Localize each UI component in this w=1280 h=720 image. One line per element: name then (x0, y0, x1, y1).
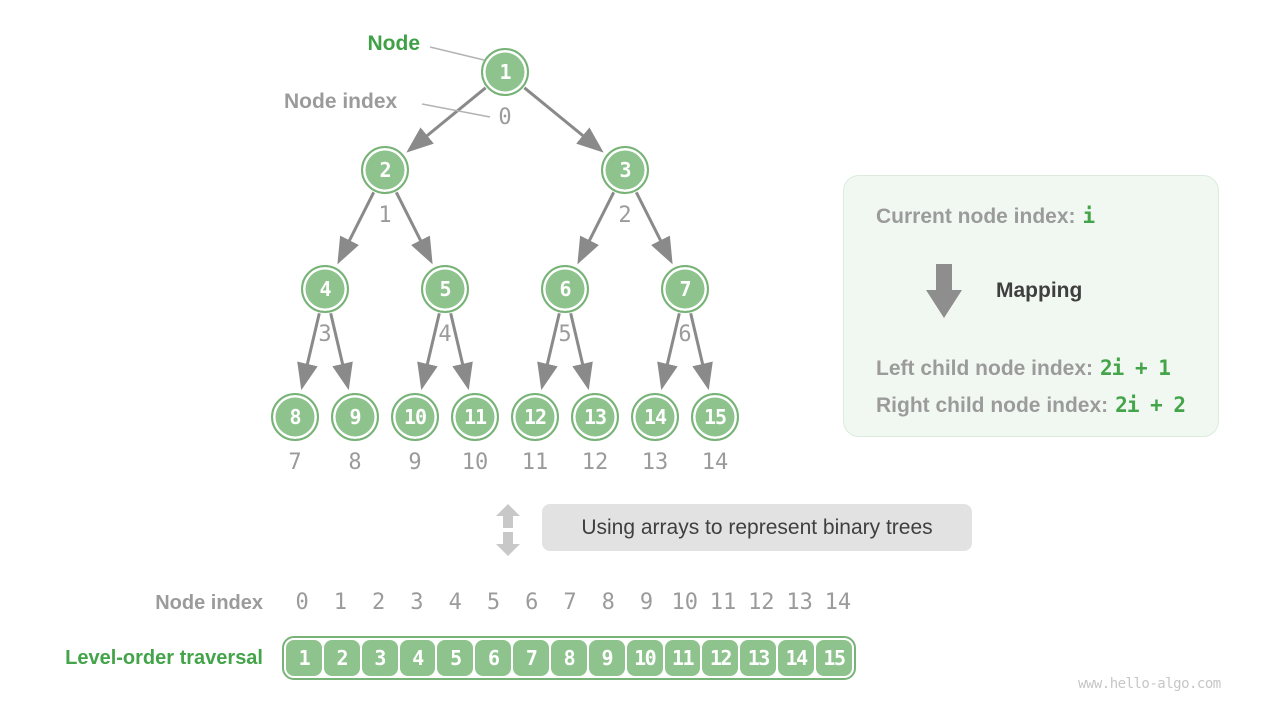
array-index-cell: 6 (525, 590, 539, 615)
node-index-value: 10 (461, 450, 489, 475)
bridge-caption: Using arrays to represent binary trees (542, 504, 972, 551)
array-value-cell: 2 (323, 640, 360, 676)
watermark: www.hello-algo.com (1078, 676, 1221, 692)
array-value-cell: 12 (702, 640, 739, 676)
right-child-label: Right child node index: (876, 394, 1109, 417)
array-value-cell: 14 (778, 640, 815, 676)
array-value-cell: 10 (626, 640, 663, 676)
current-node-index-line: Current node index: i (876, 204, 1096, 229)
array-value-cell: 4 (399, 640, 436, 676)
array-index-cell: 4 (448, 590, 462, 615)
tree-node: 8 (271, 393, 319, 441)
level-order-traversal-label: Level-order traversal (65, 647, 263, 669)
array-value-cell: 3 (361, 640, 398, 676)
tree-node: 13 (571, 393, 619, 441)
current-node-index-value: i (1082, 204, 1096, 228)
array-value-cell: 1 (286, 640, 322, 676)
tree-node: 5 (421, 265, 469, 313)
node-label-connector-line (429, 46, 485, 61)
array-index-cell: 9 (639, 590, 654, 615)
array-value-cell: 9 (588, 640, 625, 676)
node-index-value: 11 (521, 450, 549, 475)
tree-node: 9 (331, 393, 379, 441)
mapping-label: Mapping (996, 279, 1083, 302)
tree-node: 7 (661, 265, 709, 313)
array-value-cell: 5 (437, 640, 474, 676)
node-index-value: 1 (378, 203, 392, 228)
array-index-cell: 14 (824, 590, 852, 615)
tree-node: 11 (451, 393, 499, 441)
node-label: Node (367, 32, 421, 55)
node-index-value: 7 (288, 450, 302, 475)
node-index-label: Node index (284, 90, 398, 113)
array-value-cell: 11 (664, 640, 701, 676)
right-child-formula-line: Right child node index: 2i + 2 (876, 393, 1186, 418)
tree-node: 10 (391, 393, 439, 441)
array-index-cell: 3 (410, 590, 424, 615)
array-index-cell: 12 (748, 590, 775, 615)
array-index-label: Node index (155, 592, 263, 614)
array-value-cell: 13 (740, 640, 777, 676)
left-child-label: Left child node index: (876, 357, 1094, 380)
array-index-cell: 2 (372, 590, 386, 615)
tree-node: 15 (691, 393, 739, 441)
node-index-value: 5 (558, 322, 572, 347)
tree-node: 14 (631, 393, 679, 441)
node-index-value: 9 (408, 450, 422, 475)
array-value-cell: 15 (816, 640, 852, 676)
node-index-value: 14 (701, 450, 729, 475)
tree-node: 2 (361, 146, 409, 194)
array-index-cell: 8 (601, 590, 615, 615)
node-index-value: 3 (318, 322, 332, 347)
node-index-value: 12 (581, 450, 609, 475)
left-child-formula: 2i + 1 (1100, 356, 1171, 380)
array-index-cell: 1 (333, 590, 348, 615)
node-index-value: 6 (678, 322, 692, 347)
node-index-value: 0 (498, 105, 512, 130)
array-index-cell: 0 (295, 590, 309, 615)
array-index-cell: 11 (709, 590, 737, 615)
left-child-formula-line: Left child node index: 2i + 1 (876, 356, 1171, 381)
down-arrow-icon (926, 264, 962, 318)
array-index-cell: 5 (486, 590, 501, 615)
array-index-cell: 10 (671, 590, 699, 615)
node-index-value: 2 (618, 203, 632, 228)
array-value-cell: 6 (475, 640, 512, 676)
mapping-panel: Current node index: i Mapping Left child … (843, 175, 1219, 437)
tree-edge (523, 86, 604, 153)
tree-node: 4 (301, 265, 349, 313)
array-value-cell: 8 (551, 640, 587, 676)
array-index-cell: 7 (563, 590, 577, 615)
node-index-value: 4 (438, 322, 452, 347)
up-down-arrow-icon (496, 504, 520, 556)
tree-node: 12 (511, 393, 559, 441)
tree-node: 6 (541, 265, 589, 313)
tree-node: 1 (481, 48, 529, 96)
array-index-cell: 13 (786, 590, 813, 615)
node-index-value: 13 (641, 450, 669, 475)
array-value-cell: 7 (513, 640, 550, 676)
current-node-index-label: Current node index: (876, 205, 1076, 228)
node-index-value: 8 (348, 450, 362, 475)
right-child-formula: 2i + 2 (1115, 393, 1186, 417)
tree-node: 3 (601, 146, 649, 194)
